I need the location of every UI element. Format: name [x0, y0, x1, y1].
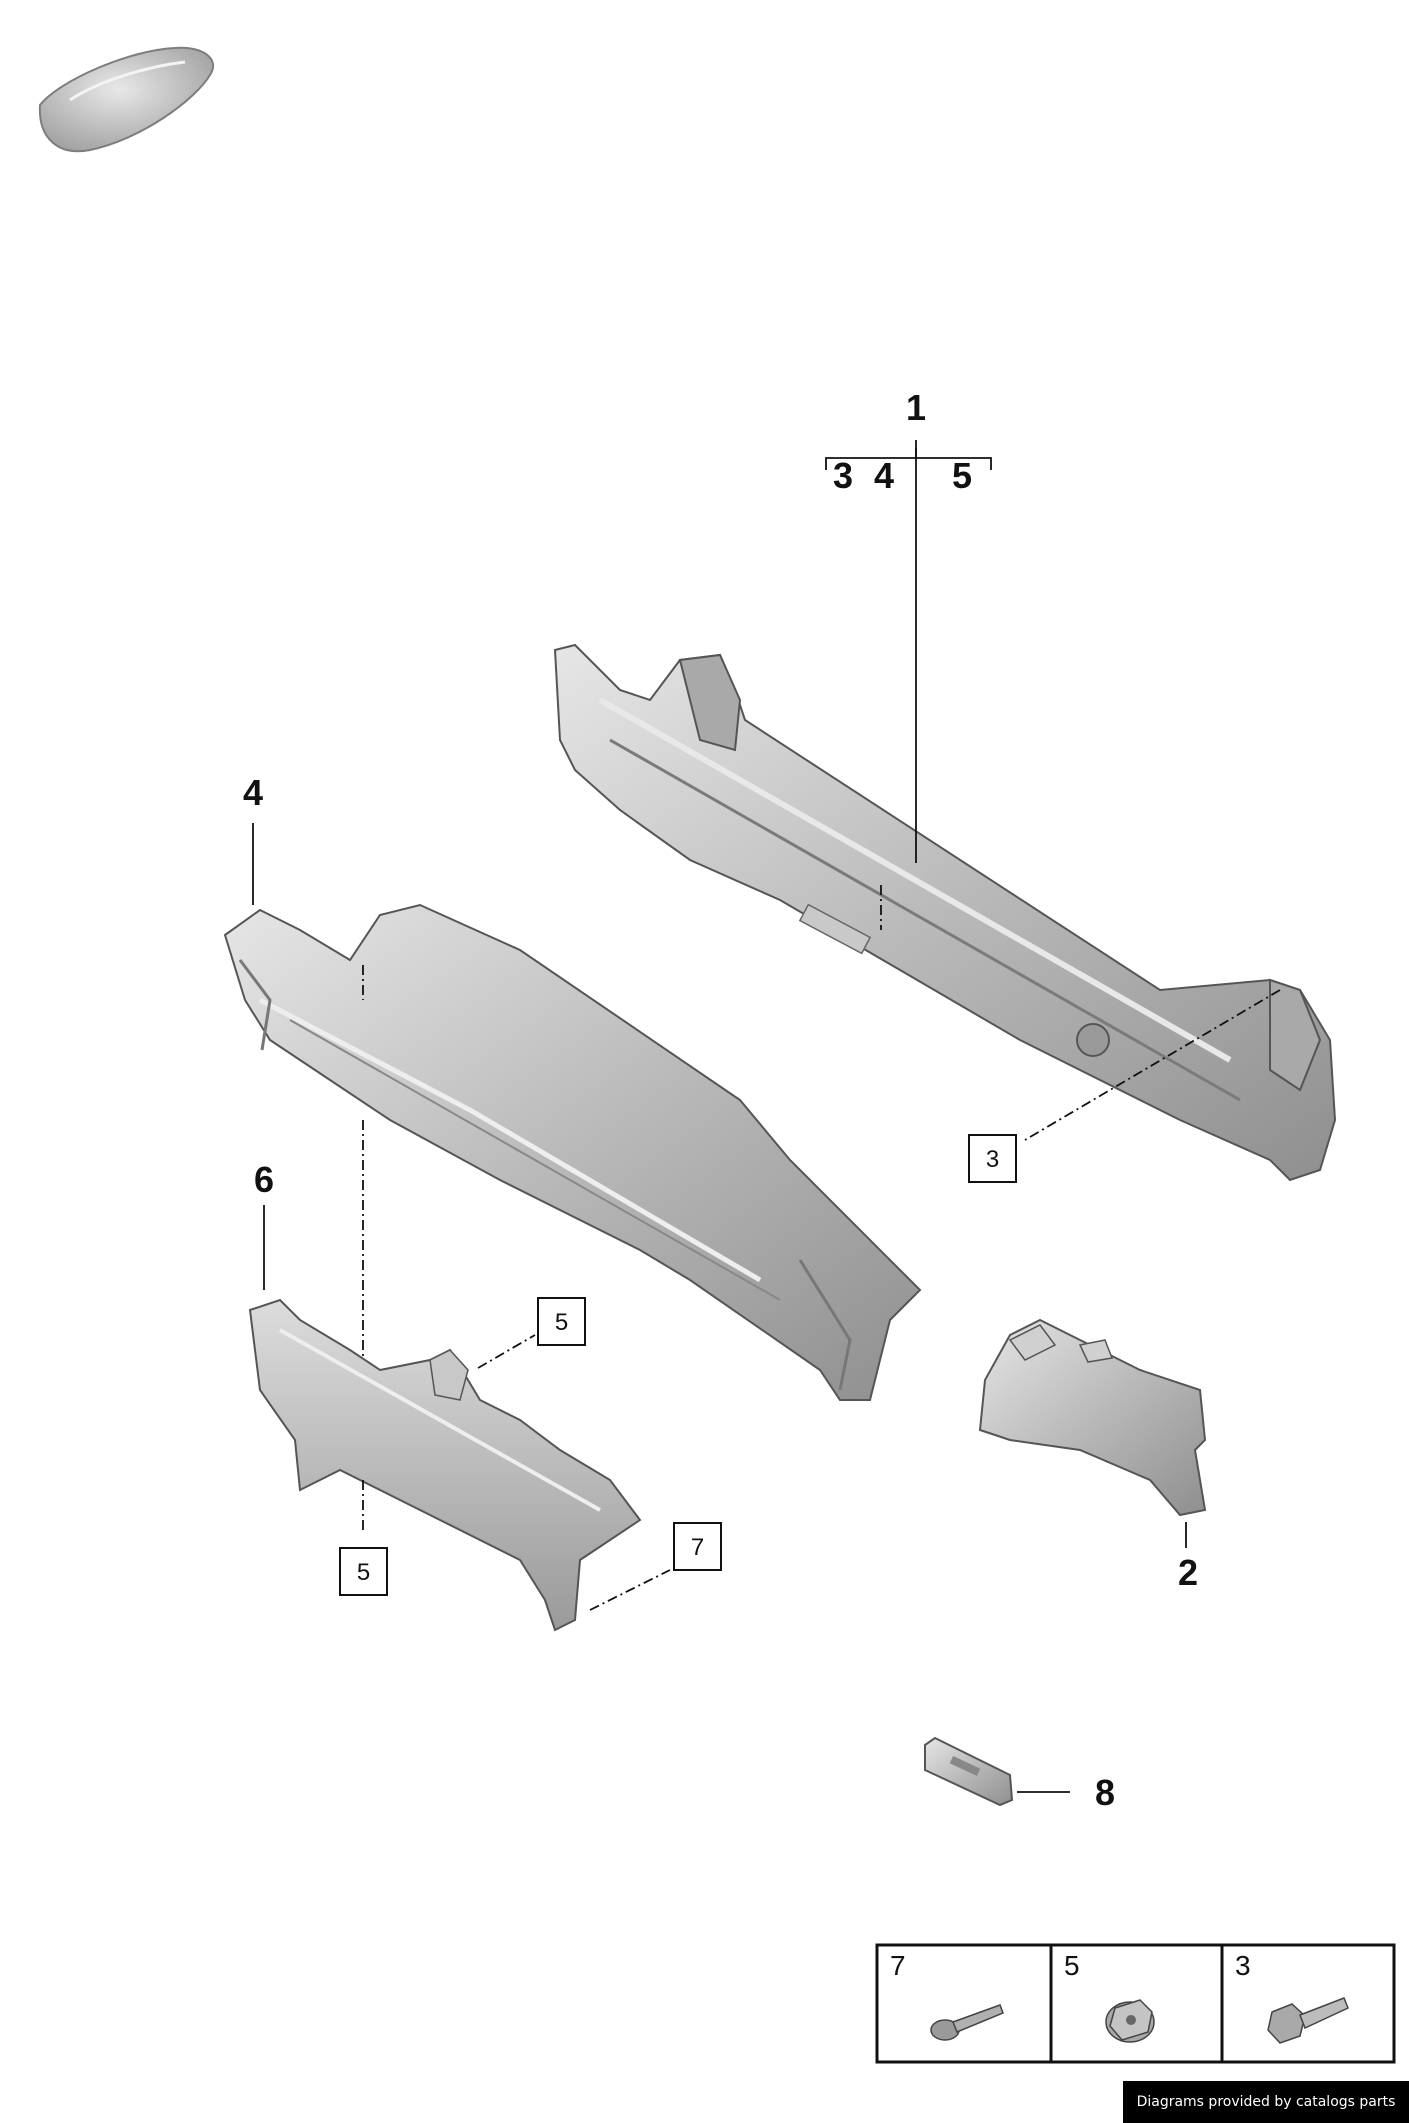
leader-line-ref7	[589, 1569, 671, 1611]
callout-1: 1	[906, 387, 926, 428]
heat-shield-part	[223, 903, 922, 1401]
callout-8: 8	[1095, 1772, 1115, 1813]
ref-box-5-upper: 5	[537, 1297, 586, 1346]
callout-2: 2	[1178, 1552, 1198, 1593]
legend-number-3: 3	[1235, 1950, 1251, 1981]
mounting-bracket-part	[248, 1298, 642, 1632]
boxed-references: 3 5 5 7	[339, 1134, 1017, 1596]
callout-4: 4	[243, 772, 263, 813]
clip-part	[924, 1736, 1014, 1807]
end-piece-part	[978, 1318, 1207, 1517]
footer-credit: Diagrams provided by catalogs parts	[1123, 2081, 1409, 2123]
legend-cell-5: 5	[1064, 1950, 1155, 2043]
ref-box-5-lower-label: 5	[357, 1559, 370, 1586]
callout-1-sub-4: 4	[874, 455, 894, 496]
ref-box-7: 7	[673, 1522, 722, 1571]
ref-box-5-upper-label: 5	[555, 1309, 568, 1336]
callout-6: 6	[254, 1159, 274, 1200]
ref-box-7-label: 7	[691, 1534, 704, 1561]
car-silhouette-icon	[38, 46, 215, 153]
callout-1-sub-3: 3	[833, 455, 853, 496]
legend-number-5: 5	[1064, 1950, 1080, 1981]
fastener-legend: 7 5 3	[875, 1943, 1396, 2064]
legend-number-7: 7	[890, 1950, 906, 1981]
bracket-line-part1	[825, 457, 992, 470]
hex-bolt-icon	[1267, 1997, 1349, 2044]
ref-box-3: 3	[968, 1134, 1017, 1183]
ref-box-3-label: 3	[986, 1146, 999, 1173]
bumper-beam-part	[553, 643, 1337, 1182]
legend-cell-3: 3	[1235, 1950, 1349, 2044]
leader-line-ref3	[1024, 989, 1281, 1141]
leader-lines	[252, 440, 1281, 1793]
torx-screw-icon	[930, 2004, 1004, 2041]
leader-line-ref5-upper	[477, 1334, 536, 1369]
callouts: 1 3 4 5 4 6 2 8	[243, 387, 1198, 1813]
flange-nut-icon	[1105, 1999, 1155, 2043]
legend-cell-7: 7	[890, 1950, 1004, 2041]
ref-box-5-lower: 5	[339, 1547, 388, 1596]
callout-1-sub-5: 5	[952, 455, 972, 496]
